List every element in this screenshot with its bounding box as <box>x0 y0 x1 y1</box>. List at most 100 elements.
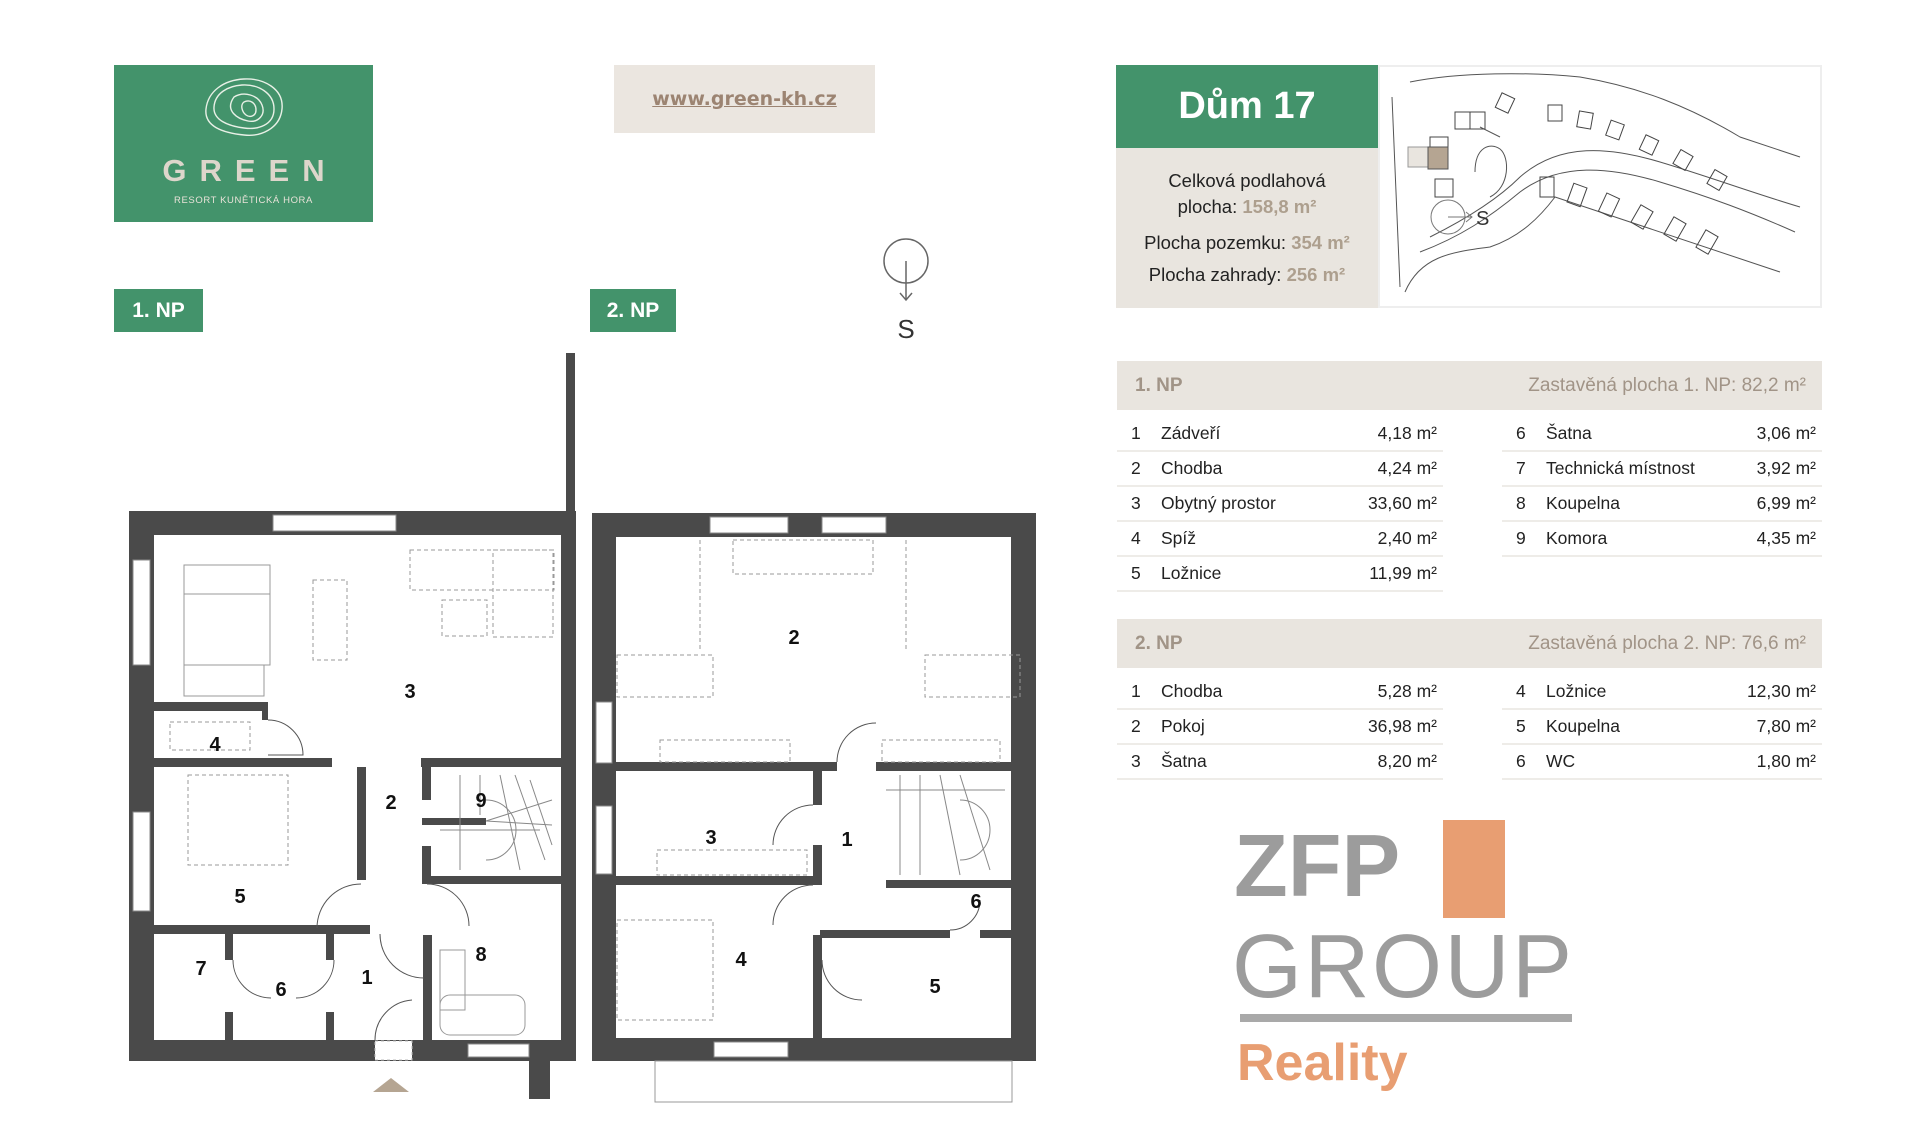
doors <box>772 722 981 1001</box>
room-number: 2 <box>1131 458 1141 478</box>
wall <box>616 762 837 771</box>
compass-label: S <box>897 314 915 344</box>
wall <box>421 758 561 767</box>
logo-contour-icon <box>205 78 283 136</box>
floor-1-built-area: Zastavěná plocha 1. NP: 82,2 m² <box>1528 374 1806 396</box>
wall <box>561 511 576 1061</box>
watermark-group: GROUP <box>1232 917 1572 1017</box>
room-number: 4 <box>1131 528 1141 548</box>
room-number: 2 <box>1131 716 1141 736</box>
room-name: Šatna <box>1546 423 1592 443</box>
room-label: 5 <box>234 886 245 908</box>
room-name: Ložnice <box>1161 563 1222 583</box>
room-number: 3 <box>1131 751 1141 771</box>
room-label: 1 <box>841 829 852 851</box>
wall <box>813 935 822 1040</box>
room-number: 4 <box>1516 681 1526 701</box>
windows <box>595 516 887 1058</box>
house-title: Dům 17 <box>1116 65 1378 148</box>
room-label: 4 <box>209 734 221 756</box>
wall <box>154 758 332 767</box>
room-number: 1 <box>1131 681 1141 701</box>
room-label: 9 <box>475 790 486 812</box>
room-area: 12,30 m² <box>1746 681 1816 701</box>
total-area-value: 158,8 m² <box>1242 196 1317 217</box>
wall <box>326 1012 334 1040</box>
wall <box>592 513 616 1061</box>
room-label: 4 <box>735 949 747 971</box>
room-label: 3 <box>705 827 716 849</box>
wall <box>529 1061 550 1099</box>
wall <box>422 846 431 880</box>
wall <box>225 934 233 960</box>
wall <box>820 930 950 938</box>
wall <box>129 1040 576 1061</box>
room-name: Ložnice <box>1546 681 1607 701</box>
plot-area-label: Plocha pozemku: <box>1144 232 1287 253</box>
room-area: 6,99 m² <box>1756 493 1816 513</box>
room-name: Obytný prostor <box>1161 493 1276 513</box>
zfp-group-watermark: ZFP GROUP Reality <box>1232 816 1572 1092</box>
wall <box>357 767 366 880</box>
map-compass-label: S <box>1476 208 1489 230</box>
room-name: Technická místnost <box>1546 458 1695 478</box>
entrance-arrow-icon <box>373 1078 409 1092</box>
wall <box>225 1012 233 1040</box>
room-name: Šatna <box>1161 751 1207 771</box>
room-label: 7 <box>195 958 206 980</box>
watermark-line <box>1240 1014 1572 1022</box>
room-area: 4,35 m² <box>1756 528 1816 548</box>
website-link[interactable]: www.green-kh.cz <box>652 88 837 110</box>
wall <box>154 925 370 934</box>
room-name: Pokoj <box>1161 716 1205 736</box>
green-resort-logo: GREEN RESORT KUNĚTICKÁ HORA <box>114 65 373 222</box>
room-row: 3 Šatna 8,20 m² <box>1117 745 1443 780</box>
watermark-reality: Reality <box>1237 1034 1408 1092</box>
site-plan-drawing: S <box>1391 73 1801 293</box>
garden-area-value: 256 m² <box>1286 264 1346 285</box>
room-area: 2,40 m² <box>1377 528 1437 548</box>
room-label: 3 <box>404 681 415 703</box>
room-area: 8,20 m² <box>1377 751 1437 771</box>
room-label: 8 <box>475 944 486 966</box>
site-map: S <box>1378 65 1822 308</box>
wall <box>813 845 822 880</box>
compass-icon <box>883 238 929 302</box>
room-name: Zádveří <box>1161 423 1221 443</box>
balcony <box>654 1060 1013 1103</box>
room-area: 4,18 m² <box>1377 423 1437 443</box>
windows <box>132 514 530 1061</box>
total-area-label-2: plocha: <box>1177 196 1238 217</box>
room-name: Chodba <box>1161 458 1223 478</box>
floor-2-built-area: Zastavěná plocha 2. NP: 76,6 m² <box>1528 632 1806 654</box>
house-info: Celková podlahová plocha: 158,8 m² Ploch… <box>1116 148 1378 308</box>
wall <box>423 935 432 1040</box>
room-name: Koupelna <box>1546 716 1620 736</box>
floor-plan-2np: 2 3 1 6 4 5 <box>592 513 1036 1103</box>
logo-subtitle: RESORT KUNĚTICKÁ HORA <box>174 195 313 206</box>
room-area: 11,99 m² <box>1369 563 1437 583</box>
wall <box>422 767 431 800</box>
room-area: 33,60 m² <box>1367 493 1437 513</box>
room-label: 6 <box>970 891 981 913</box>
room-number: 9 <box>1516 528 1526 548</box>
room-row: 4 Ložnice 12,30 m² <box>1502 675 1822 710</box>
plot-area-value: 354 m² <box>1291 232 1350 253</box>
wall <box>422 818 486 825</box>
wall <box>422 876 561 884</box>
room-number: 8 <box>1516 493 1526 513</box>
room-label: 5 <box>929 976 940 998</box>
wall <box>262 702 268 720</box>
